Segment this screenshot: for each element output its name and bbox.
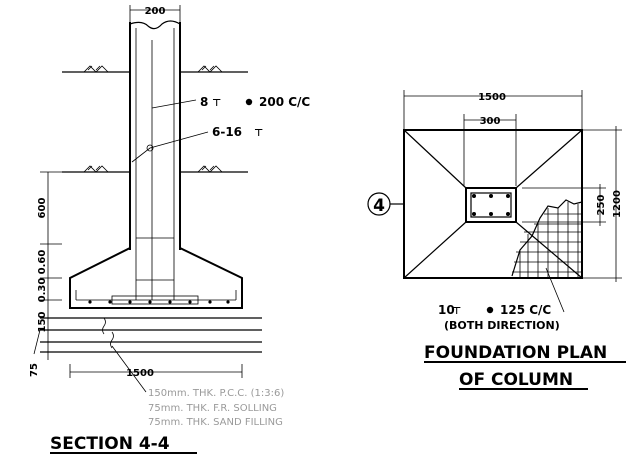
section-view: 200 (29, 5, 310, 454)
bottom-bar-size: 10 (438, 303, 455, 317)
spacing-dot-1 (245, 98, 253, 106)
tie-bar-symbol-2: ⊤ (254, 128, 263, 139)
tie-callout: 8 ⊤ 200 C/C (151, 95, 310, 109)
main-rebar-label: 6-16 (212, 125, 242, 139)
plan-column-depth-label: 250 (596, 195, 607, 216)
dim-600: 600 (37, 198, 48, 219)
plan-column-depth-dimension: 250 (522, 184, 607, 226)
footing-width-dimension: 1500 (69, 364, 243, 379)
tie-bar-symbol-1: ⊤ (212, 98, 221, 109)
plan-width-dimension: 1500 (403, 90, 583, 130)
layer-note-3: 75mm. THK. SAND FILLING (148, 417, 283, 428)
column-width-dimension: 200 (129, 5, 181, 22)
plan-title-line2: OF COLUMN (459, 370, 573, 390)
dim-060: 0.60 (37, 250, 48, 275)
bottom-spacing: 125 C/C (500, 303, 551, 317)
section-marker: 4 (367, 192, 404, 216)
layer-note-1: 150mm. THK. P.C.C. (1:3:6) (148, 388, 284, 399)
dim-75: 75 (29, 363, 40, 377)
plan-column-width-label: 300 (480, 116, 501, 127)
tie-bar-size: 8 (200, 95, 208, 109)
bottom-bar-callout: 10 ⊤ 125 C/C (BOTH DIRECTION) (438, 267, 565, 332)
left-dimensions: 600 0.60 0.30 150 75 (29, 171, 62, 377)
plan-view: 1500 300 (367, 90, 626, 390)
section-marker-label: 4 (373, 196, 385, 216)
plan-depth-dimension: 1200 (582, 126, 623, 282)
section-title: SECTION 4-4 (50, 434, 170, 454)
plan-column-width-dimension: 300 (463, 114, 517, 186)
plan-column (465, 187, 517, 223)
dim-150: 150 (37, 312, 48, 333)
spacing-dot-2 (486, 306, 494, 314)
dim-030: 0.30 (37, 278, 48, 303)
main-rebar-callout: 6-16 ⊤ (131, 125, 263, 163)
plan-depth-label: 1200 (612, 190, 623, 218)
ground-line-lower (62, 165, 248, 173)
footing (69, 247, 243, 309)
base-layers (40, 317, 262, 353)
ground-line-upper (62, 65, 248, 73)
layer-note-2: 75mm. THK. F.R. SOLLING (148, 403, 277, 414)
plan-title-line1: FOUNDATION PLAN (424, 343, 607, 363)
tie-bar-symbol-3: ⊤ (452, 306, 461, 317)
column-width-label: 200 (145, 6, 166, 17)
bottom-direction-note: (BOTH DIRECTION) (444, 319, 560, 332)
column (129, 20, 181, 300)
plan-width-label: 1500 (478, 92, 506, 103)
layer-leader (111, 345, 147, 393)
tie-spacing: 200 C/C (259, 95, 310, 109)
rebar-cutaway (511, 199, 583, 278)
footing-width-label: 1500 (126, 368, 154, 379)
